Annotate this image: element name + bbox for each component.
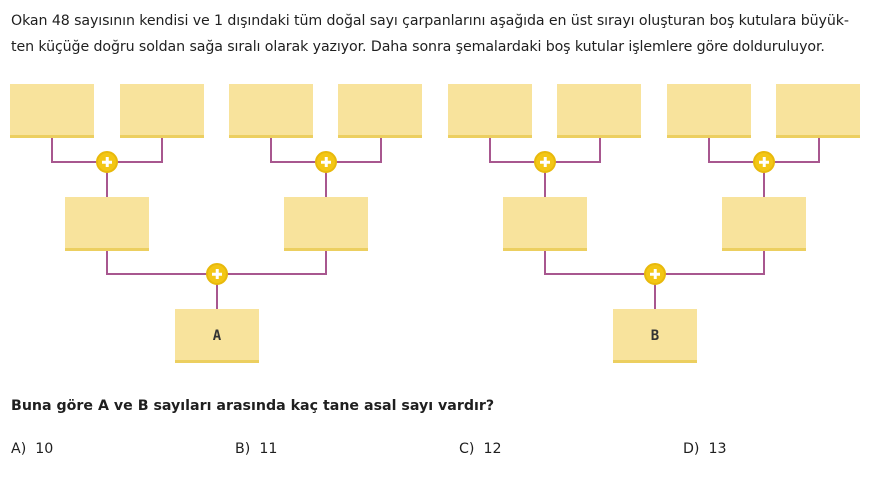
sum-box[interactable] [284, 197, 368, 251]
top-factor-box[interactable] [120, 84, 204, 138]
plus-circle-icon [206, 263, 228, 285]
option-letter: B) [235, 441, 251, 457]
problem-statement: Okan 48 sayısının kendisi ve 1 dışındaki… [11, 8, 861, 60]
top-factor-box[interactable] [448, 84, 532, 138]
connector-line [216, 274, 218, 311]
plus-circle-icon [96, 151, 118, 173]
connector-line [325, 162, 327, 199]
connector-line [544, 162, 546, 199]
plus-circle-icon [753, 151, 775, 173]
option-value: 11 [259, 441, 278, 457]
question-text: Buna göre A ve B sayıları arasında kaç t… [11, 398, 495, 414]
connector-line [544, 250, 546, 274]
plus-circle-icon [534, 151, 556, 173]
connector-line [270, 137, 272, 162]
connector-line [325, 250, 327, 274]
connector-line [818, 137, 820, 162]
option-value: 13 [708, 441, 727, 457]
top-factor-box[interactable] [10, 84, 94, 138]
top-factor-box[interactable] [557, 84, 641, 138]
option-letter: D) [683, 441, 700, 457]
top-factor-box[interactable] [776, 84, 860, 138]
connector-line [763, 162, 765, 199]
option-value: 12 [483, 441, 502, 457]
option-value: 10 [35, 441, 54, 457]
result-label-a: A [212, 328, 222, 344]
connector-line [380, 137, 382, 162]
answer-option-a[interactable]: A) 10 [11, 441, 53, 457]
option-letter: C) [459, 441, 475, 457]
answer-option-d[interactable]: D) 13 [683, 441, 727, 457]
connector-line [489, 137, 491, 162]
sum-box[interactable] [722, 197, 806, 251]
connector-line [763, 250, 765, 274]
result-box-a: A [175, 309, 259, 363]
connector-line [106, 250, 108, 274]
option-letter: A) [11, 441, 27, 457]
connector-line [51, 137, 53, 162]
plus-circle-icon [315, 151, 337, 173]
sum-box[interactable] [503, 197, 587, 251]
sum-box[interactable] [65, 197, 149, 251]
answer-option-c[interactable]: C) 12 [459, 441, 502, 457]
result-box-b: B [613, 309, 697, 363]
problem-line-1: Okan 48 sayısının kendisi ve 1 dışındaki… [11, 13, 849, 29]
top-factor-box[interactable] [229, 84, 313, 138]
top-factor-box[interactable] [338, 84, 422, 138]
connector-line [708, 137, 710, 162]
result-label-b: B [650, 328, 660, 344]
connector-line [654, 274, 656, 311]
problem-line-2: ten küçüğe doğru soldan sağa sıralı olar… [11, 39, 825, 55]
plus-circle-icon [644, 263, 666, 285]
connector-line [106, 162, 108, 199]
answer-option-b[interactable]: B) 11 [235, 441, 277, 457]
top-factor-box[interactable] [667, 84, 751, 138]
connector-line [161, 137, 163, 162]
connector-line [599, 137, 601, 162]
